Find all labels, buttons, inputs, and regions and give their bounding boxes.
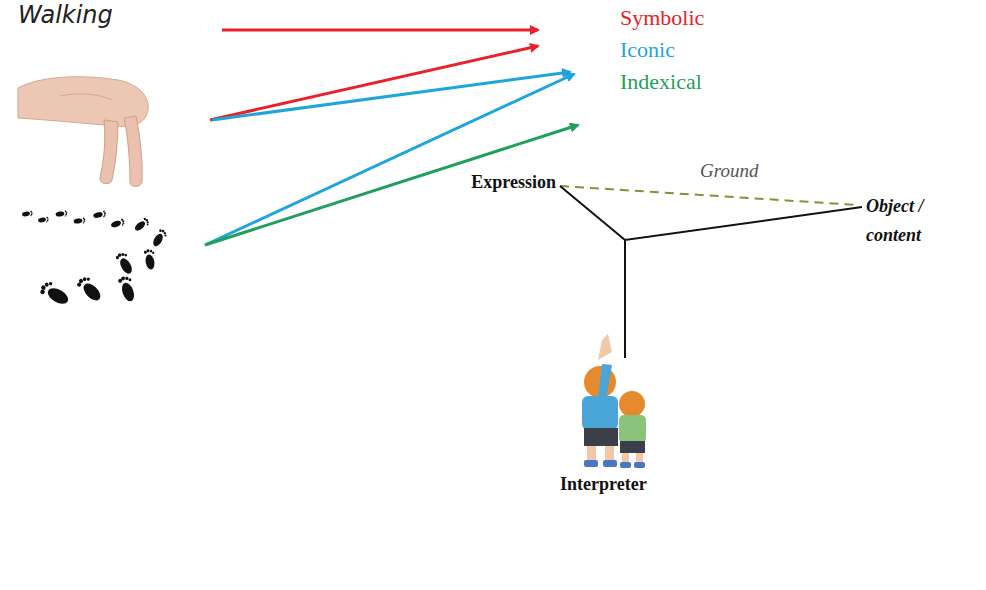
sign-type: Symbolic [620,5,704,30]
indexical-arrow [205,125,578,245]
triangle-corner: Interpreter [560,474,647,495]
footprints-picture [22,210,169,307]
sign-junction-lines [560,186,862,358]
children-picture [582,334,646,468]
iconic-arrow [205,74,574,245]
ground-label: Ground [700,160,758,182]
sign-type: Indexical [620,69,702,94]
iconic-arrow [212,72,570,120]
sign-word: Walking [18,2,113,30]
sign-type: Iconic [620,37,675,62]
ground-line [560,186,858,205]
triangle-corner: Expression [471,172,556,193]
symbolic-arrow [222,29,538,32]
triangle-corner: Object / content [866,192,970,250]
hand-picture [15,65,180,190]
